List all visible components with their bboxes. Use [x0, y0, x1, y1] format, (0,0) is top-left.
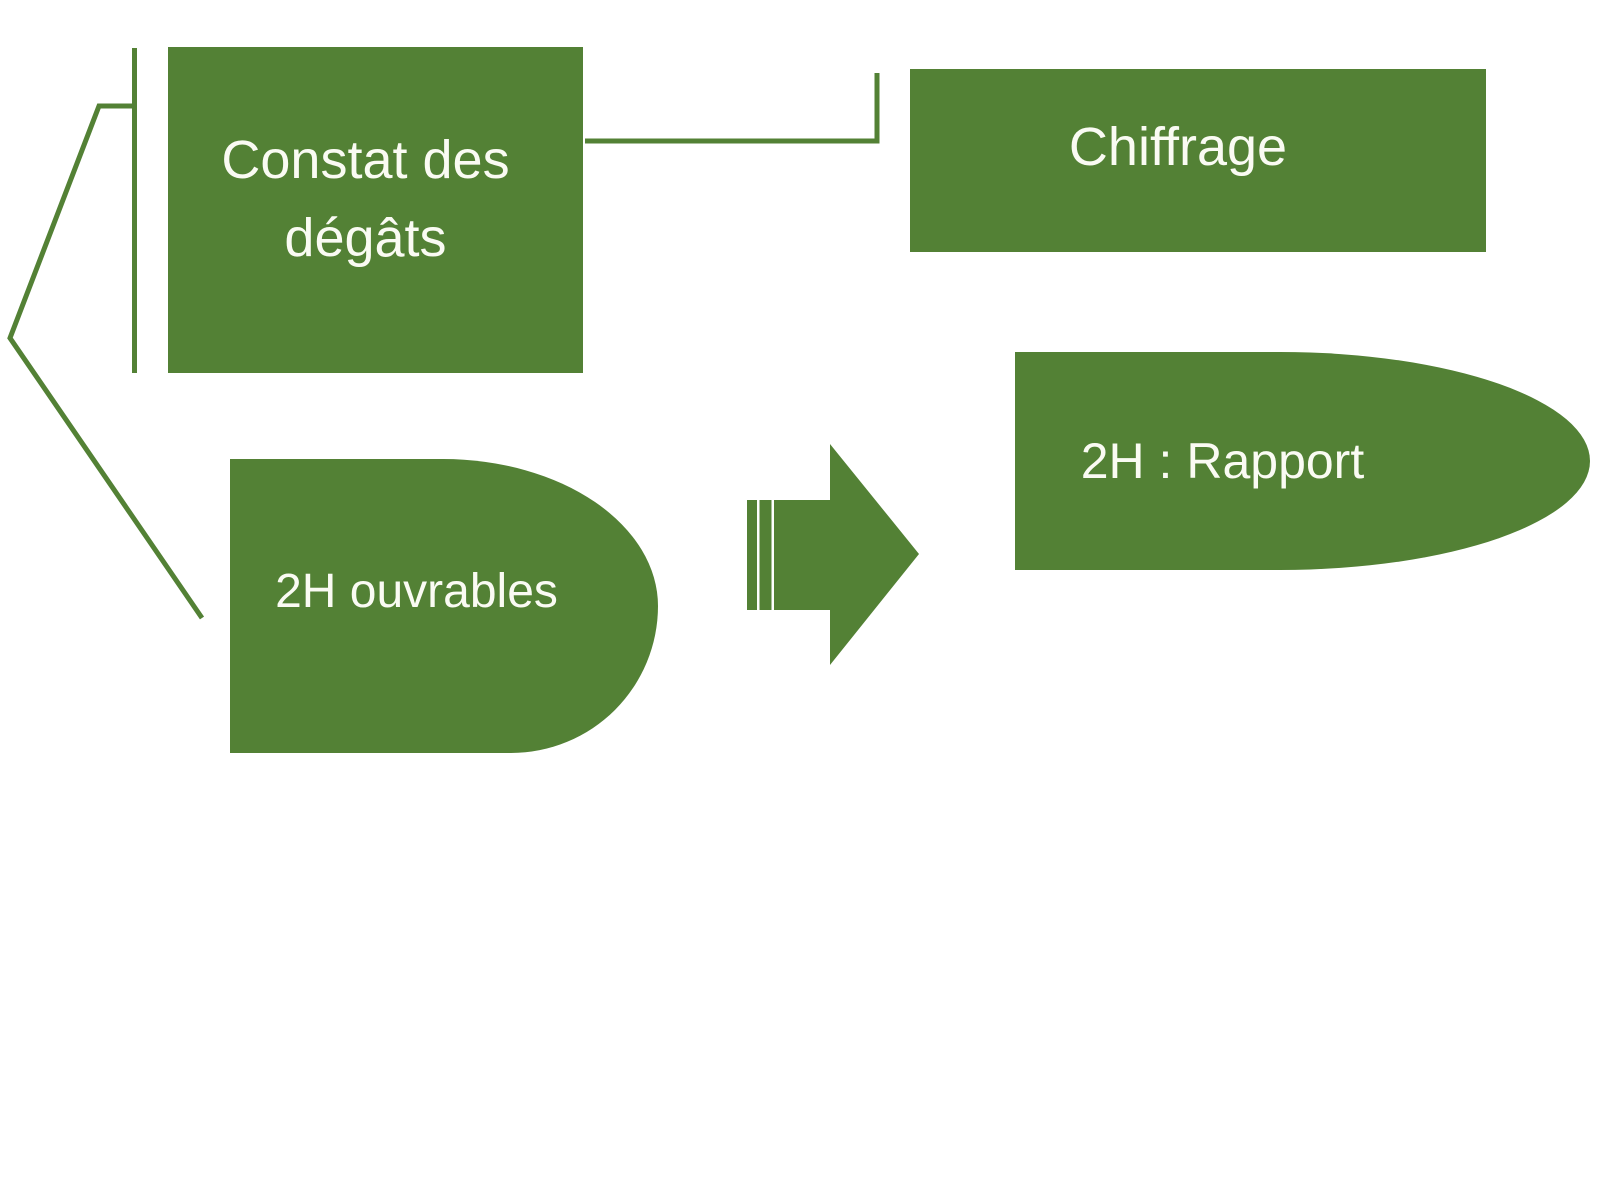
block-arrow-right — [747, 444, 919, 665]
elbow-connector-constat-chiffrage — [585, 73, 880, 144]
arrow-stripe — [757, 500, 760, 610]
node-constat-label: Constat des dégâts — [221, 129, 510, 268]
node-constat-des-degats: Constat des dégâts — [168, 47, 583, 373]
node-2h-ouvrables: 2H ouvrables — [230, 459, 658, 753]
node-chiffrage-label: Chiffrage — [1068, 116, 1288, 177]
node-2h-ouvrables-label: 2H ouvrables — [275, 564, 558, 618]
angled-bracket-connector — [7, 103, 205, 620]
arrow-stripe — [771, 500, 774, 610]
node-2h-rapport: 2H : Rapport — [1015, 352, 1590, 570]
node-2h-rapport-label: 2H : Rapport — [1080, 433, 1365, 489]
node-chiffrage: Chiffrage — [910, 69, 1486, 252]
